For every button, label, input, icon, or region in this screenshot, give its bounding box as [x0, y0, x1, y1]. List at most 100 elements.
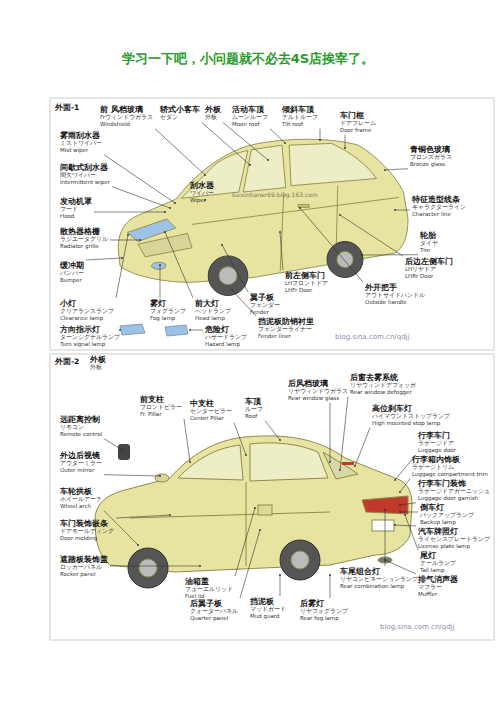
- part-name-translation: High mounted stop lamp: [372, 420, 450, 426]
- leader-line: [235, 508, 255, 576]
- part-name-translation: Luggage door garnish: [418, 495, 490, 501]
- callout-group: 中支柱センターピラーCenter Pillar: [190, 400, 232, 421]
- front-car: [118, 139, 408, 295]
- part-name: 外板: [90, 356, 106, 364]
- leader-line: [202, 123, 250, 165]
- callout-group: 高位刹车灯ハイマウントストップランプHigh mounted stop lamp: [372, 405, 450, 426]
- part-name-translation: LHフロントドア: [285, 280, 328, 286]
- part-name-translation: リモコン: [60, 424, 102, 430]
- part-name: 前大灯: [195, 300, 231, 308]
- hazard-lamp: [165, 325, 188, 336]
- callout-group: 后翼子板クォーターパネルQuarter panel: [190, 600, 238, 621]
- callout-group: 行李箱内饰板ラゲージトリムLuggage compartment trim: [412, 456, 488, 477]
- part-name-translation: Fog lamp: [150, 315, 186, 321]
- callout-group: 间歇式刮水器間欠ワイパーIntermittent wiper: [60, 164, 110, 185]
- part-name: 雾雨刮水器: [60, 132, 102, 140]
- part-name: 车门装饰嵌条: [60, 520, 114, 528]
- part-name: 青铜色玻璃: [410, 146, 452, 154]
- part-name: 排气消声器: [418, 576, 458, 584]
- callout-group: 特征造型线条キャラクターラインCharacter line: [412, 196, 466, 217]
- part-name-translation: Rear window defogger: [350, 389, 416, 395]
- watermark: blog.sina.com.cn/qdjj: [335, 334, 409, 342]
- part-name-translation: ライセンスプレートランプ: [418, 536, 490, 542]
- part-name-translation: ハイマウントストップランプ: [372, 413, 450, 419]
- part-name-translation: テールランプ: [420, 560, 456, 566]
- leader-line: [94, 212, 165, 213]
- leader-line: [116, 515, 170, 518]
- part-name-translation: Moon roof: [232, 121, 268, 127]
- part-name-translation: ヘッドランプ: [195, 308, 231, 314]
- part-name-translation: 外板: [205, 114, 221, 120]
- leader-dot: [189, 461, 191, 463]
- part-name-translation: ブロンズガラス: [410, 154, 452, 160]
- leader-line: [345, 135, 346, 148]
- leader-dot: [119, 329, 121, 331]
- leader-dot: [127, 234, 129, 236]
- part-name-translation: マッドガード: [250, 606, 286, 612]
- leader-line: [300, 208, 363, 282]
- leader-dot: [394, 524, 396, 526]
- leader-line: [400, 503, 416, 505]
- part-name-translation: Quarter panel: [190, 615, 238, 621]
- part-name-translation: Rear window glass: [288, 395, 348, 401]
- part-name: 外开把手: [365, 284, 425, 292]
- part-name-translation: Door molding: [60, 535, 114, 541]
- part-name-translation: Frウィンドウガラス: [100, 114, 153, 120]
- callout-group: 外板外板: [205, 106, 221, 121]
- leader-line: [330, 403, 331, 462]
- leader-dot: [384, 559, 386, 561]
- leader-dot: [329, 574, 331, 576]
- callout-group: 缓冲期バンパーBumper: [60, 262, 84, 283]
- part-name: 车轮拱板: [60, 488, 102, 496]
- leader-dot: [231, 289, 233, 291]
- callout-group: 车尾组合灯リヤコンビネーションランプRear combination lamp: [340, 568, 418, 589]
- callout-group: 油箱盖フューエルリッドFuel lid: [185, 578, 233, 599]
- callout-group: 前支柱フロントピラーFr. Pillar: [140, 396, 182, 417]
- leader-dot: [199, 565, 201, 567]
- part-name: 尾灯: [420, 552, 456, 560]
- callout-group: 散热器格栅ラジエータグリルRadiator grille: [60, 228, 108, 249]
- callout-group: 外边后视镜アウターミラーOuter mirror: [60, 452, 102, 473]
- leader-dot: [254, 507, 256, 509]
- leader-line: [270, 129, 285, 143]
- leader-dot: [204, 174, 206, 176]
- callout-group: kaixinhaner69.blog.163.com: [232, 192, 318, 199]
- part-name-translation: Remote control: [60, 431, 102, 437]
- part-name-translation: ターンシグナルランプ: [60, 334, 120, 340]
- part-name-translation: ミストワイパー: [60, 140, 102, 146]
- leader-line: [385, 169, 408, 170]
- callout-group: 远距离控制リモコンRemote control: [60, 416, 102, 437]
- part-name-translation: Backup lamp: [420, 519, 474, 525]
- part-name: 危险灯: [205, 326, 247, 334]
- callout-group: 尾灯テールランプTail lamp: [420, 552, 456, 573]
- part-name: 雾灯: [150, 300, 186, 308]
- callout-group: 危险灯ハザードランプHazard lamp: [205, 326, 247, 347]
- leader-dot: [394, 209, 396, 211]
- callout-group: 挡泥板防销衬里フェンダーライナーFender liner: [258, 318, 314, 339]
- part-name: 汽车牌照灯: [418, 528, 490, 536]
- part-name-translation: Clearance lamp: [60, 315, 114, 321]
- part-name-translation: Fender: [250, 309, 280, 315]
- leader-line: [190, 330, 203, 331]
- callout-group: 轮胎タイヤTire: [420, 232, 438, 253]
- leader-dot: [164, 231, 166, 233]
- callout-group: 后雾灯リヤフォグランプRear fog lamp: [300, 600, 348, 621]
- part-name-translation: タイヤ: [420, 240, 438, 246]
- part-name: 散热器格栅: [60, 228, 108, 236]
- leader-line: [400, 512, 418, 513]
- leader-dot: [249, 164, 251, 166]
- leader-dot: [169, 514, 171, 516]
- part-name: 前 风档玻璃: [100, 106, 153, 114]
- callout-group: 轿式小客车セダン: [160, 106, 200, 121]
- leader-dot: [299, 207, 301, 209]
- turn-lamp: [120, 324, 145, 335]
- leader-dot: [279, 574, 281, 576]
- part-name-translation: リヤコンビネーションランプ: [340, 576, 418, 582]
- part-name: 远距离控制: [60, 416, 102, 424]
- part-name-translation: クォーターパネル: [190, 608, 238, 614]
- part-name-translation: クリアランスランプ: [60, 308, 114, 314]
- part-name-translation: Fender liner: [258, 333, 314, 339]
- part-name-translation: Bronze glass: [410, 161, 452, 167]
- part-name: 中支柱: [190, 400, 232, 408]
- leader-dot: [139, 239, 141, 241]
